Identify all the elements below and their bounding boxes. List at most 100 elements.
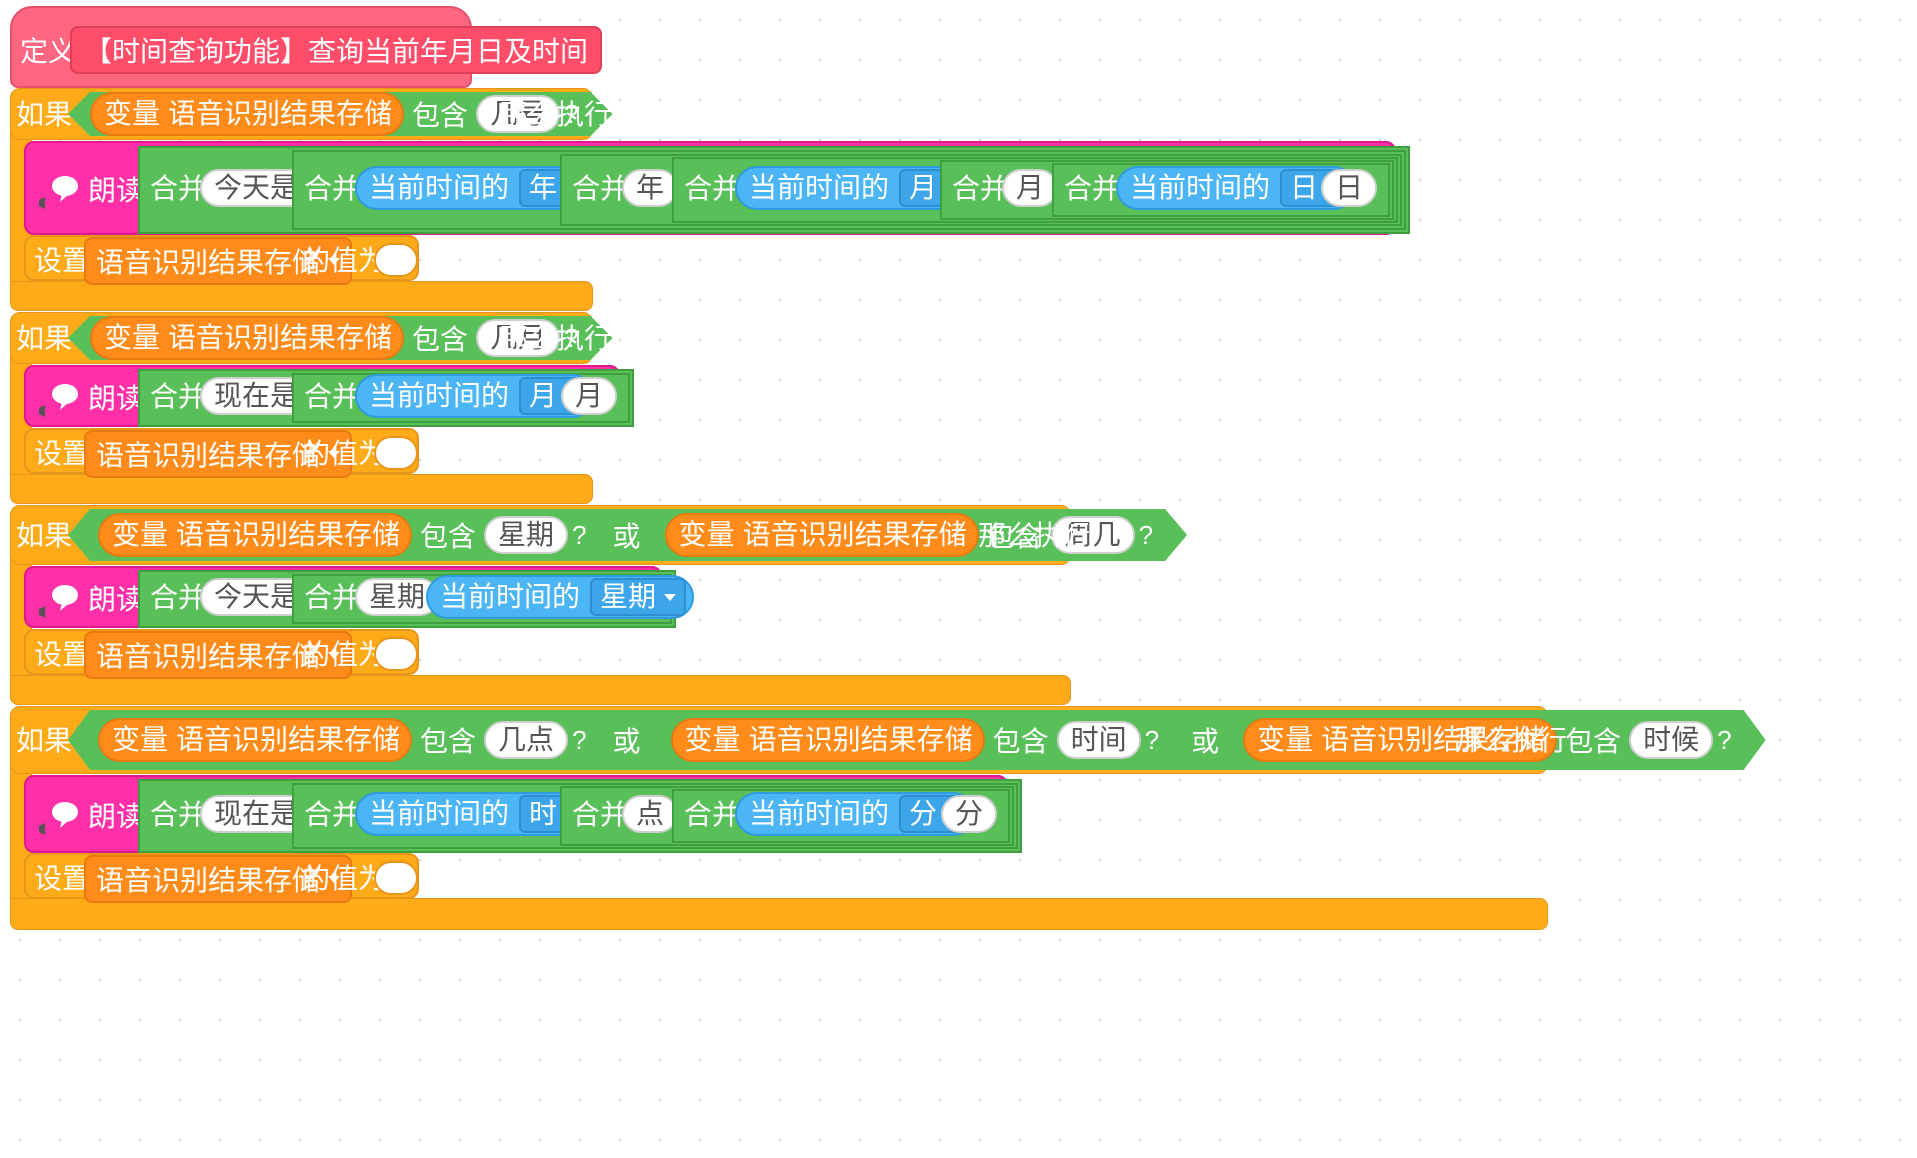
text-input[interactable]: 月 bbox=[561, 377, 618, 415]
variable-reporter[interactable]: 变量语音识别结果存储 bbox=[90, 316, 404, 360]
condition-hex[interactable]: 变量语音识别结果存储 包含 几号 ? bbox=[68, 92, 613, 136]
text-input[interactable]: 日 bbox=[1321, 169, 1378, 207]
if-keyword: 如果 bbox=[16, 520, 73, 551]
condition-text-input[interactable]: 几月 bbox=[476, 319, 560, 357]
question-mark: ? bbox=[1138, 519, 1154, 550]
text-input[interactable]: 月 bbox=[1002, 169, 1059, 207]
value-input[interactable] bbox=[374, 637, 418, 671]
variable-reporter[interactable]: 变量语音识别结果存储 bbox=[90, 92, 404, 136]
current-time-reporter[interactable]: 当前时间的月 bbox=[355, 374, 596, 418]
condition-hex[interactable]: 变量语音识别结果存储 包含 几月 ? bbox=[68, 316, 613, 360]
question-mark: ? bbox=[1144, 724, 1160, 755]
or-label: 或 bbox=[1191, 726, 1220, 757]
if-footer-4 bbox=[10, 898, 1548, 930]
text-input[interactable]: 星期 bbox=[355, 578, 440, 616]
join-label: 合并 bbox=[572, 173, 629, 204]
speech-bubble-icon bbox=[39, 585, 78, 618]
value-input[interactable] bbox=[374, 436, 418, 470]
or-condition-hex[interactable]: 变量语音识别结果存储 包含 几点 ? 或 变量语音识别结果存储 包含 时间 ? … bbox=[68, 710, 1766, 770]
speak-keyword: 朗读 bbox=[88, 383, 145, 414]
if-keyword: 如果 bbox=[16, 323, 73, 354]
join-label: 合并 bbox=[150, 381, 207, 412]
value-input[interactable] bbox=[374, 861, 418, 895]
speak-keyword: 朗读 bbox=[88, 175, 145, 206]
value-is-label: 的值为 bbox=[302, 438, 387, 469]
define-block[interactable]: 定义 【时间查询功能】查询当前年月日及时间 bbox=[10, 6, 603, 88]
join-label: 合并 bbox=[572, 799, 629, 830]
contains-label: 包含 bbox=[992, 726, 1049, 757]
join-label: 合并 bbox=[304, 799, 361, 830]
set-variable-dropdown[interactable]: 语音识别结果存储 bbox=[84, 631, 353, 679]
define-keyword: 定义 bbox=[20, 36, 77, 67]
variable-reporter[interactable]: 变量语音识别结果存储 bbox=[1243, 718, 1557, 762]
chevron-down-icon bbox=[328, 257, 341, 265]
if-footer-3 bbox=[10, 675, 1071, 705]
set-block-3[interactable]: 设置 语音识别结果存储 的值为 bbox=[24, 629, 419, 679]
condition-text-input[interactable]: 时候 bbox=[1629, 721, 1713, 759]
if-footer-2 bbox=[10, 474, 593, 504]
join-label: 合并 bbox=[1064, 173, 1121, 204]
value-input[interactable] bbox=[374, 243, 418, 277]
question-mark: ? bbox=[564, 98, 579, 129]
chevron-down-icon bbox=[664, 593, 677, 601]
or-label: 或 bbox=[612, 521, 641, 552]
then-keyword: 那么执行 bbox=[500, 99, 613, 130]
current-time-reporter[interactable]: 当前时间的分 bbox=[735, 792, 976, 836]
current-time-reporter[interactable]: 当前时间的日 bbox=[1116, 166, 1357, 210]
current-time-reporter[interactable]: 当前时间的时 bbox=[355, 792, 596, 836]
condition-text-input[interactable]: 几号 bbox=[476, 95, 560, 133]
question-mark: ? bbox=[564, 322, 579, 353]
contains-label: 包含 bbox=[986, 521, 1043, 552]
set-variable-dropdown[interactable]: 语音识别结果存储 bbox=[84, 430, 353, 478]
set-keyword: 设置 bbox=[34, 438, 91, 469]
chevron-down-icon bbox=[328, 875, 341, 883]
set-keyword: 设置 bbox=[34, 863, 91, 894]
set-variable-dropdown[interactable]: 语音识别结果存储 bbox=[84, 237, 353, 285]
variable-reporter[interactable]: 变量语音识别结果存储 bbox=[98, 718, 412, 762]
current-time-reporter[interactable]: 当前时间的月 bbox=[735, 166, 976, 210]
variable-reporter[interactable]: 变量语音识别结果存储 bbox=[671, 718, 985, 762]
if-keyword: 如果 bbox=[16, 99, 73, 130]
if-footer-1 bbox=[10, 281, 593, 311]
condition-text-input[interactable]: 周几 bbox=[1051, 516, 1135, 554]
contains-label: 包含 bbox=[412, 100, 469, 131]
set-variable-dropdown[interactable]: 语音识别结果存储 bbox=[84, 855, 353, 903]
set-keyword: 设置 bbox=[34, 639, 91, 670]
set-block-4[interactable]: 设置 语音识别结果存储 的值为 bbox=[24, 853, 419, 903]
contains-label: 包含 bbox=[1565, 726, 1622, 757]
then-keyword: 那么执行 bbox=[1455, 725, 1568, 756]
condition-text-input[interactable]: 星期 bbox=[484, 516, 568, 554]
condition-text-input[interactable]: 时间 bbox=[1057, 721, 1141, 759]
speak-keyword: 朗读 bbox=[88, 584, 145, 615]
speech-bubble-icon bbox=[39, 802, 78, 835]
current-time-reporter[interactable]: 当前时间的星期 bbox=[426, 575, 695, 619]
join-label: 合并 bbox=[150, 173, 207, 204]
join-label: 合并 bbox=[304, 381, 361, 412]
if-keyword: 如果 bbox=[16, 725, 73, 756]
join-label: 合并 bbox=[150, 799, 207, 830]
or-condition-hex[interactable]: 变量语音识别结果存储 包含 星期 ? 或 变量语音识别结果存储 包含 周几 ? bbox=[68, 509, 1187, 561]
contains-label: 包含 bbox=[412, 324, 469, 355]
join-label: 合并 bbox=[304, 582, 361, 613]
set-block-1[interactable]: 设置 语音识别结果存储 的值为 bbox=[24, 235, 419, 285]
variable-reporter[interactable]: 变量语音识别结果存储 bbox=[665, 513, 979, 557]
text-input[interactable]: 分 bbox=[941, 795, 998, 833]
or-label: 或 bbox=[612, 726, 641, 757]
variable-reporter[interactable]: 变量语音识别结果存储 bbox=[98, 513, 412, 557]
set-block-2[interactable]: 设置 语音识别结果存储 的值为 bbox=[24, 428, 419, 478]
speak-keyword: 朗读 bbox=[88, 801, 145, 832]
define-name[interactable]: 【时间查询功能】查询当前年月日及时间 bbox=[70, 26, 603, 74]
then-keyword: 那么执行 bbox=[978, 520, 1091, 551]
chevron-down-icon bbox=[328, 651, 341, 659]
text-input[interactable]: 点 bbox=[622, 795, 679, 833]
question-mark: ? bbox=[572, 724, 587, 755]
value-is-label: 的值为 bbox=[302, 639, 387, 670]
text-input[interactable]: 年 bbox=[622, 169, 679, 207]
speech-bubble-icon bbox=[39, 384, 78, 417]
contains-label: 包含 bbox=[420, 726, 477, 757]
join-label: 合并 bbox=[684, 173, 741, 204]
set-keyword: 设置 bbox=[34, 245, 91, 276]
time-unit-dropdown[interactable]: 星期 bbox=[590, 578, 687, 616]
speech-bubble-icon bbox=[39, 176, 78, 209]
condition-text-input[interactable]: 几点 bbox=[484, 721, 568, 759]
